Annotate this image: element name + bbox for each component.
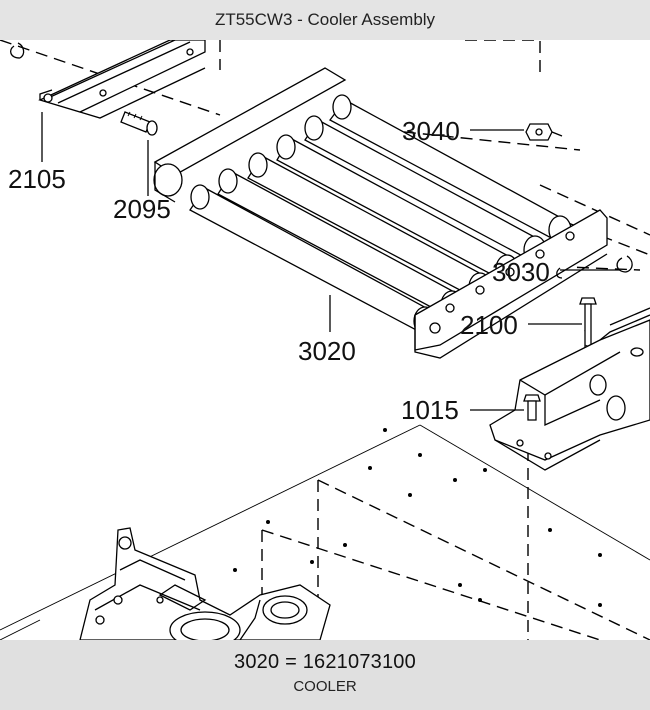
bolt-1015[interactable] — [523, 394, 541, 421]
page-title: ZT55CW3 - Cooler Assembly — [214, 10, 436, 29]
assembly-diagram: 2105 2095 3040 3030 3020 2100 1015 — [0, 40, 650, 640]
manifold-housing[interactable] — [489, 307, 650, 471]
seal-ring-3030[interactable] — [556, 255, 633, 279]
callout-1015[interactable]: 1015 — [401, 395, 459, 425]
selected-part-description: COOLER — [293, 678, 357, 695]
engine-outline — [0, 424, 650, 640]
cooler-core-3020[interactable] — [153, 67, 608, 359]
callout-2105[interactable]: 2105 — [8, 164, 66, 194]
callout-2100[interactable]: 2100 — [460, 310, 518, 340]
callout-3020[interactable]: 3020 — [298, 336, 356, 366]
exploded-view-drawing[interactable]: 2105 2095 3040 3030 3020 2100 1015 — [0, 40, 650, 640]
leader-lines — [41, 112, 620, 411]
selected-part-number: 3020 = 1621073100 — [234, 651, 416, 673]
engine-block — [79, 527, 331, 640]
callout-2095[interactable]: 2095 — [113, 194, 171, 224]
callout-3040[interactable]: 3040 — [402, 116, 460, 146]
bolt-3040[interactable] — [525, 123, 563, 141]
part-info-footer: 3020 = 1621073100 COOLER — [0, 640, 650, 710]
cooler-tubes — [189, 94, 572, 336]
bolt-2095[interactable] — [120, 111, 158, 136]
clip-topleft — [9, 42, 25, 59]
bracket-2105[interactable] — [38, 40, 206, 119]
callout-3030[interactable]: 3030 — [492, 257, 550, 287]
title-bar: ZT55CW3 - Cooler Assembly — [0, 0, 650, 40]
